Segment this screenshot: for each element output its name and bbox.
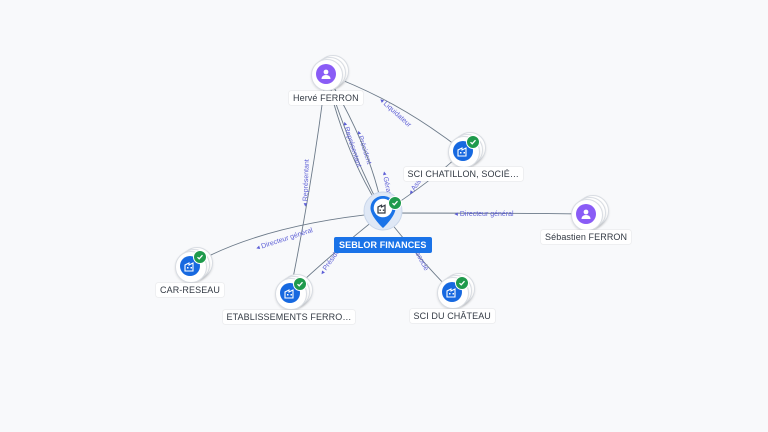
person-icon	[576, 204, 596, 224]
center-node-label[interactable]: SEBLOR FINANCES	[334, 237, 432, 253]
node-label[interactable]: Hervé FERRON	[289, 91, 363, 105]
node-label[interactable]: Sébastien FERRON	[541, 230, 632, 244]
verified-check-icon	[293, 277, 307, 291]
edge-label: ◂ Représentant	[302, 159, 311, 207]
node-label[interactable]: SCI CHATILLON, SOCIÉ…	[403, 167, 523, 181]
node-label[interactable]: ETABLISSEMENTS FERRO…	[222, 310, 356, 324]
verified-check-icon	[455, 276, 469, 290]
edge-label: ◂ Directeur général	[454, 211, 514, 218]
edge-label: ◂ Directeur général	[255, 227, 314, 252]
edges-layer: ◂ Liquidateur◂ Président◂ Représentant◂ …	[189, 73, 587, 294]
node-label[interactable]: SCI DU CHÂTEAU	[409, 309, 495, 323]
verified-check-icon	[193, 250, 207, 264]
edge-line	[382, 212, 587, 215]
node-label[interactable]: CAR-RESEAU	[156, 283, 225, 297]
person-icon	[316, 64, 336, 84]
verified-check-icon	[388, 196, 402, 210]
verified-check-icon	[466, 135, 480, 149]
